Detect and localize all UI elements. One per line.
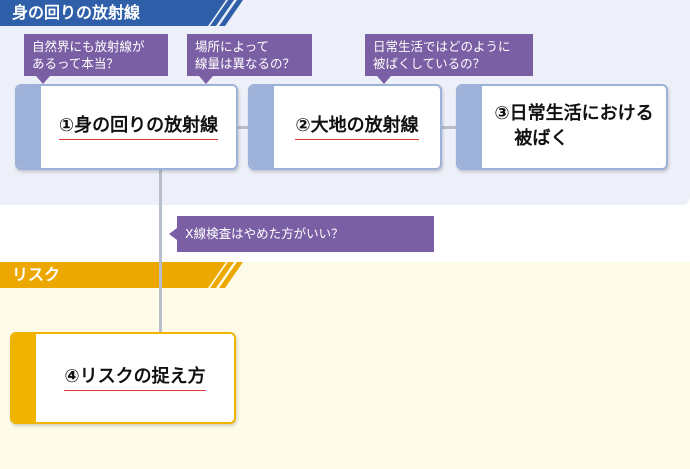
callout-xray-exam-line1: X線検査はやめた方がいい？ xyxy=(185,226,344,241)
radiation-section-header: 身の回りの放射線 xyxy=(0,0,250,26)
node-text: ③日常生活における 被ばく xyxy=(482,86,666,168)
callout-tail xyxy=(199,76,213,84)
node-strip xyxy=(458,86,482,168)
node-risk-perception-label: ④リスクの捉え方 xyxy=(64,365,206,391)
callout-location-dose-line2: 線量は異なるの？ xyxy=(195,56,296,71)
callout-natural-radiation-line2: あるって本当？ xyxy=(32,56,119,71)
callout-xray-exam[interactable]: X線検査はやめた方がいい？ xyxy=(169,216,434,252)
callout-tail xyxy=(169,228,177,240)
callout-daily-exposure[interactable]: 日常生活ではどのように 被ばくしているの？ xyxy=(365,34,533,84)
node-strip xyxy=(17,86,41,168)
risk-header-shape xyxy=(0,262,243,288)
callout-tail xyxy=(377,76,391,84)
callout-location-dose-line1: 場所によって xyxy=(195,39,270,54)
connector-1-4 xyxy=(159,170,162,335)
node-strip xyxy=(250,86,274,168)
radiation-header-shape xyxy=(0,0,243,26)
node-daily-exposure-line1: ③日常生活における xyxy=(494,103,654,125)
node-text: ④リスクの捉え方 xyxy=(36,334,234,422)
callout-tail xyxy=(36,76,50,84)
node-daily-exposure-line2: 被ばく xyxy=(514,127,569,149)
node-ground-radiation[interactable]: ②大地の放射線 xyxy=(248,84,442,170)
node-daily-exposure-label: ③日常生活における 被ばく xyxy=(494,102,653,152)
node-strip xyxy=(12,334,36,422)
node-ground-radiation-label: ②大地の放射線 xyxy=(295,114,419,140)
node-surrounding-radiation-label: ①身の回りの放射線 xyxy=(58,114,219,140)
node-text: ①身の回りの放射線 xyxy=(41,86,236,168)
callout-natural-radiation[interactable]: 自然界にも放射線が あるって本当？ xyxy=(24,34,168,84)
callout-daily-exposure-line2: 被ばくしているの？ xyxy=(373,56,486,71)
node-risk-perception[interactable]: ④リスクの捉え方 xyxy=(10,332,236,424)
risk-section-title: リスク xyxy=(12,265,61,284)
node-surrounding-radiation[interactable]: ①身の回りの放射線 xyxy=(15,84,238,170)
node-text: ②大地の放射線 xyxy=(274,86,440,168)
node-daily-exposure[interactable]: ③日常生活における 被ばく xyxy=(456,84,668,170)
callout-daily-exposure-line1: 日常生活ではどのように xyxy=(373,39,511,54)
radiation-section-title: 身の回りの放射線 xyxy=(12,3,141,22)
callout-location-dose[interactable]: 場所によって 線量は異なるの？ xyxy=(187,34,312,84)
callout-natural-radiation-line1: 自然界にも放射線が xyxy=(32,39,145,54)
risk-section-header: リスク xyxy=(0,262,250,288)
